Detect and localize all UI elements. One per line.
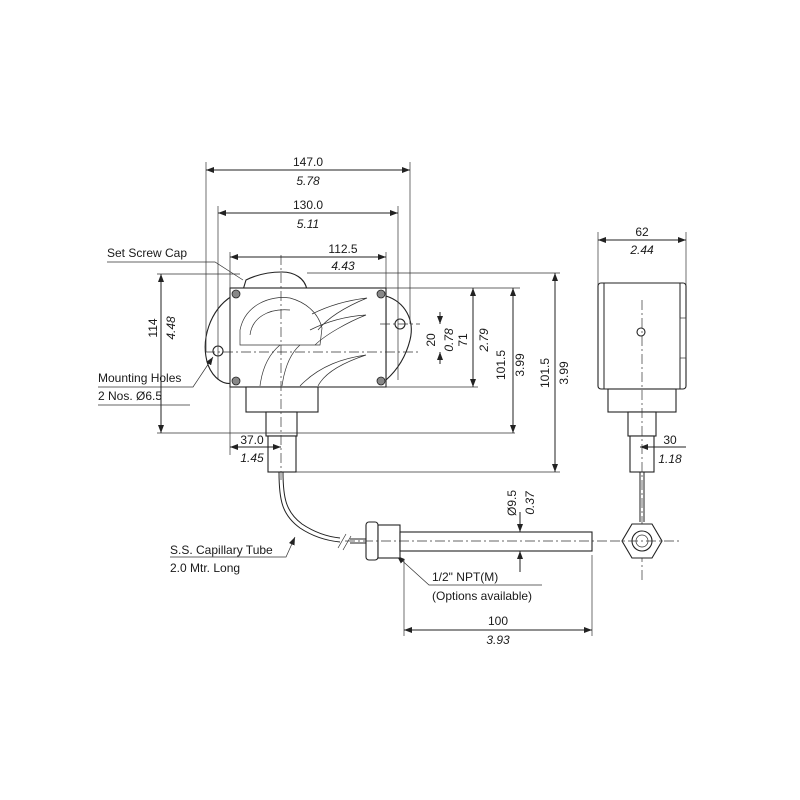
label-npt: 1/2" NPT(M) [432, 570, 498, 584]
dim-20-in: 0.78 [442, 328, 456, 352]
set-screw-cap [242, 271, 308, 291]
dim-probe-length-mm: 100 [488, 614, 508, 628]
dim-20-mm: 20 [424, 333, 438, 347]
probe-assembly: Ø9.5 0.37 100 3.93 [278, 471, 610, 647]
break-mark [337, 533, 352, 551]
dim-37-mm: 37.0 [240, 433, 264, 447]
dim-30-in: 1.18 [658, 452, 682, 466]
dim-probe-dia-mm: Ø9.5 [505, 490, 519, 516]
dim-101-in: 3.99 [513, 353, 527, 377]
label-capillary-length: 2.0 Mtr. Long [170, 561, 240, 575]
front-view [204, 255, 420, 480]
side-view: 62 2.44 30 1.18 [597, 225, 687, 580]
dim-71-mm: 71 [456, 333, 470, 347]
dial [239, 297, 323, 346]
housing [229, 287, 387, 388]
dim-101-mm: 101.5 [494, 350, 508, 380]
label-capillary-tube: S.S. Capillary Tube [170, 543, 273, 557]
dim-114-mm: 114 [146, 318, 160, 337]
dim-114-in: 4.48 [164, 316, 178, 340]
callouts: Set Screw Cap Mounting Holes 2 Nos. Ø6.5… [98, 246, 542, 603]
fin [311, 297, 368, 331]
dim-62-in: 2.44 [629, 243, 654, 257]
npt-fitting [377, 524, 401, 559]
label-mounting-holes: Mounting Holes [98, 371, 181, 385]
right-mounting-ear [385, 295, 412, 382]
dim-30-mm: 30 [663, 433, 677, 447]
dim-130-in: 5.11 [297, 217, 319, 231]
side-screw [636, 327, 646, 337]
label-set-screw-cap: Set Screw Cap [107, 246, 187, 260]
base-block [245, 386, 319, 413]
stem-hex [265, 411, 298, 437]
label-npt-options: (Options available) [432, 589, 532, 603]
dim-112-mm: 112.5 [328, 242, 357, 256]
dim-101-outer-mm: 101.5 [538, 358, 552, 388]
front-dimensions: 147.0 5.78 130.0 5.11 112.5 4.43 114 4.4… [146, 155, 571, 473]
dim-147-mm: 147.0 [293, 155, 323, 169]
probe-rod [399, 531, 593, 552]
dim-probe-length-in: 3.93 [486, 633, 510, 647]
left-mounting-ear [204, 294, 233, 384]
label-mounting-holes-qty: 2 Nos. Ø6.5 [98, 389, 162, 403]
dim-130-mm: 130.0 [293, 198, 323, 212]
dim-147-in: 5.78 [296, 174, 320, 188]
dim-62-mm: 62 [635, 225, 649, 239]
dim-71-in: 2.79 [477, 328, 491, 353]
dim-112-in: 4.43 [331, 259, 355, 273]
stem-tube [267, 435, 297, 473]
dim-probe-dia-in: 0.37 [523, 490, 537, 515]
dim-37-in: 1.45 [240, 451, 264, 465]
dim-101-outer-in: 3.99 [557, 361, 571, 385]
